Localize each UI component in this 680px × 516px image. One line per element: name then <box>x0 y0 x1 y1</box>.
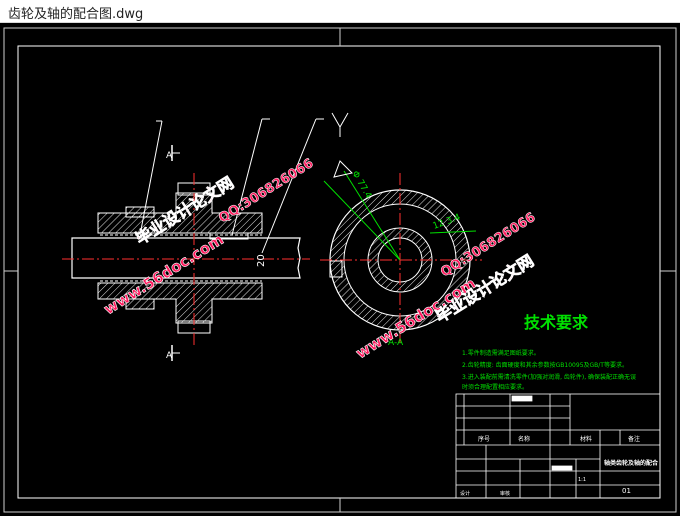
tech-title: 技术要求 <box>524 313 589 332</box>
inner-frame <box>17 45 661 499</box>
window-title: 齿轮及轴的配合图.dwg <box>8 7 144 22</box>
gear-end-view: Φ 77.4 12 3.4 A-A <box>320 160 482 348</box>
tech-note-1: 1.零件制造需满足图纸要求。 <box>462 349 540 357</box>
dimension-shaft: 20 <box>256 254 267 267</box>
window-titlebar: 齿轮及轴的配合图.dwg <box>0 0 680 23</box>
label-review: 审核 <box>500 490 510 497</box>
header-name: 名称 <box>518 435 530 443</box>
header-material: 材料 <box>580 435 592 443</box>
section-label-bottom: A <box>166 351 173 361</box>
shaft-section-view: A A 20 <box>62 112 349 361</box>
title-block-text: 序号 名称 材料 备注 轴类齿轮及轴的配合 01 1:1 设计 审核 <box>460 435 659 497</box>
drawing-name: 轴类齿轮及轴的配合 <box>604 459 659 467</box>
view-label: A-A <box>388 338 404 348</box>
cad-canvas[interactable]: A A 20 Φ 77.4 12 3.4 A-A 技术要求 1. <box>0 23 680 516</box>
label-design: 设计 <box>460 490 470 497</box>
section-label-top: A <box>166 151 173 161</box>
tech-note-4: 时须合理配置相应要求。 <box>462 383 528 391</box>
title-block <box>455 393 661 499</box>
scale: 1:1 <box>578 477 586 483</box>
tech-note-3: 3.进入装配前需清洗零件(加强对润滑, 齿轮件), 确保装配正确无误 <box>462 373 636 381</box>
header-remark: 备注 <box>628 435 640 443</box>
tech-note-2: 2.齿轮精度: 齿面硬度和其余参数按GB10095及GB/T等要求。 <box>462 361 628 369</box>
sheet-no: 01 <box>622 487 631 495</box>
header-no: 序号 <box>478 435 490 443</box>
tech-requirements: 技术要求 1.零件制造需满足图纸要求。 2.齿轮精度: 齿面硬度和其余参数按GB… <box>462 313 636 391</box>
drawing-svg: A A 20 Φ 77.4 12 3.4 A-A 技术要求 1. <box>3 27 677 513</box>
